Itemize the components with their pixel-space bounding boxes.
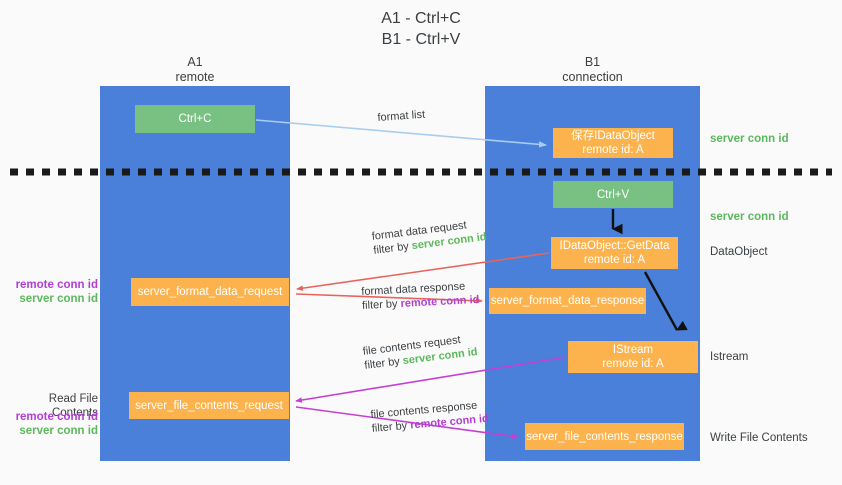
label-remote-conn-id-b: remote conn id (15, 411, 98, 423)
edge-label-format-data-response-prefix: filter by (361, 297, 401, 312)
node-server-format-data-response-label: server_format_data_response (490, 295, 645, 307)
label-read-file-contents: Read File Contents (48, 393, 98, 419)
node-server-format-data-request-label: server_format_data_request (137, 286, 283, 298)
label-server-conn-id-top: server conn id (710, 133, 789, 145)
label-server-conn-id-b: server conn id (19, 425, 98, 437)
node-server-file-contents-request-label: server_file_contents_request (135, 399, 283, 412)
arrow-getdata-to-istream (643, 271, 688, 331)
node-istream[interactable]: IStream remote id: A (568, 341, 698, 373)
node-ctrl-c-label: Ctrl+C (178, 113, 212, 125)
node-ctrl-v[interactable]: Ctrl+V (553, 181, 673, 208)
arrow-file-contents-request (295, 356, 567, 403)
node-ctrl-v-label: Ctrl+V (596, 188, 630, 201)
node-server-format-data-response[interactable]: server_format_data_response (489, 288, 646, 314)
column-header-b1-sub: connection (562, 70, 623, 84)
node-server-format-data-request[interactable]: server_format_data_request (131, 278, 289, 306)
column-header-b1-name: B1 (584, 55, 601, 69)
label-remote-conn-id-a: remote conn id (15, 279, 98, 291)
title-line-2: B1 - Ctrl+V (381, 31, 461, 48)
node-getdata-remote-id: remote id: A (583, 254, 646, 266)
page-title: A1 - Ctrl+C B1 - Ctrl+V (0, 8, 842, 50)
label-server-conn-id-a: server conn id (19, 293, 98, 305)
node-idataobject-title: 保存IDataObject (571, 130, 655, 142)
arrow-format-data-request (296, 252, 550, 291)
node-server-file-contents-response[interactable]: server_file_contents_response (525, 423, 684, 450)
title-line-1: A1 - Ctrl+C (381, 10, 461, 27)
column-header-a1: A1 remote (100, 55, 290, 85)
label-left-conn-ids-format: remote conn id server conn id (8, 278, 98, 306)
column-header-a1-sub: remote (175, 70, 215, 84)
arrow-file-contents-response (295, 406, 519, 439)
column-header-a1-name: A1 (187, 55, 203, 69)
node-idataobject-getdata[interactable]: IDataObject::GetData remote id: A (551, 237, 678, 269)
arrow-format-data-response (295, 293, 483, 304)
node-idataobject[interactable]: 保存IDataObject remote id: A (553, 128, 673, 158)
node-server-file-contents-response-label: server_file_contents_response (526, 430, 683, 443)
label-istream: Istream (710, 351, 749, 363)
edge-label-file-contents-response-prefix: filter by (371, 419, 411, 435)
label-dataobject: DataObject (710, 246, 768, 258)
node-server-file-contents-request[interactable]: server_file_contents_request (129, 392, 289, 419)
label-left-conn-ids-file: remote conn id server conn id (8, 410, 98, 438)
label-write-file-contents: Write File Contents (710, 432, 808, 444)
arrow-format-list (255, 119, 547, 148)
column-header-b1: B1 connection (485, 55, 700, 85)
label-server-conn-id-mid: server conn id (710, 211, 789, 223)
node-ctrl-c[interactable]: Ctrl+C (135, 105, 255, 133)
node-istream-remote-id: remote id: A (602, 358, 664, 370)
node-idataobject-remote-id: remote id: A (582, 144, 644, 156)
node-istream-title: IStream (612, 344, 654, 356)
node-getdata-title: IDataObject::GetData (559, 240, 670, 252)
